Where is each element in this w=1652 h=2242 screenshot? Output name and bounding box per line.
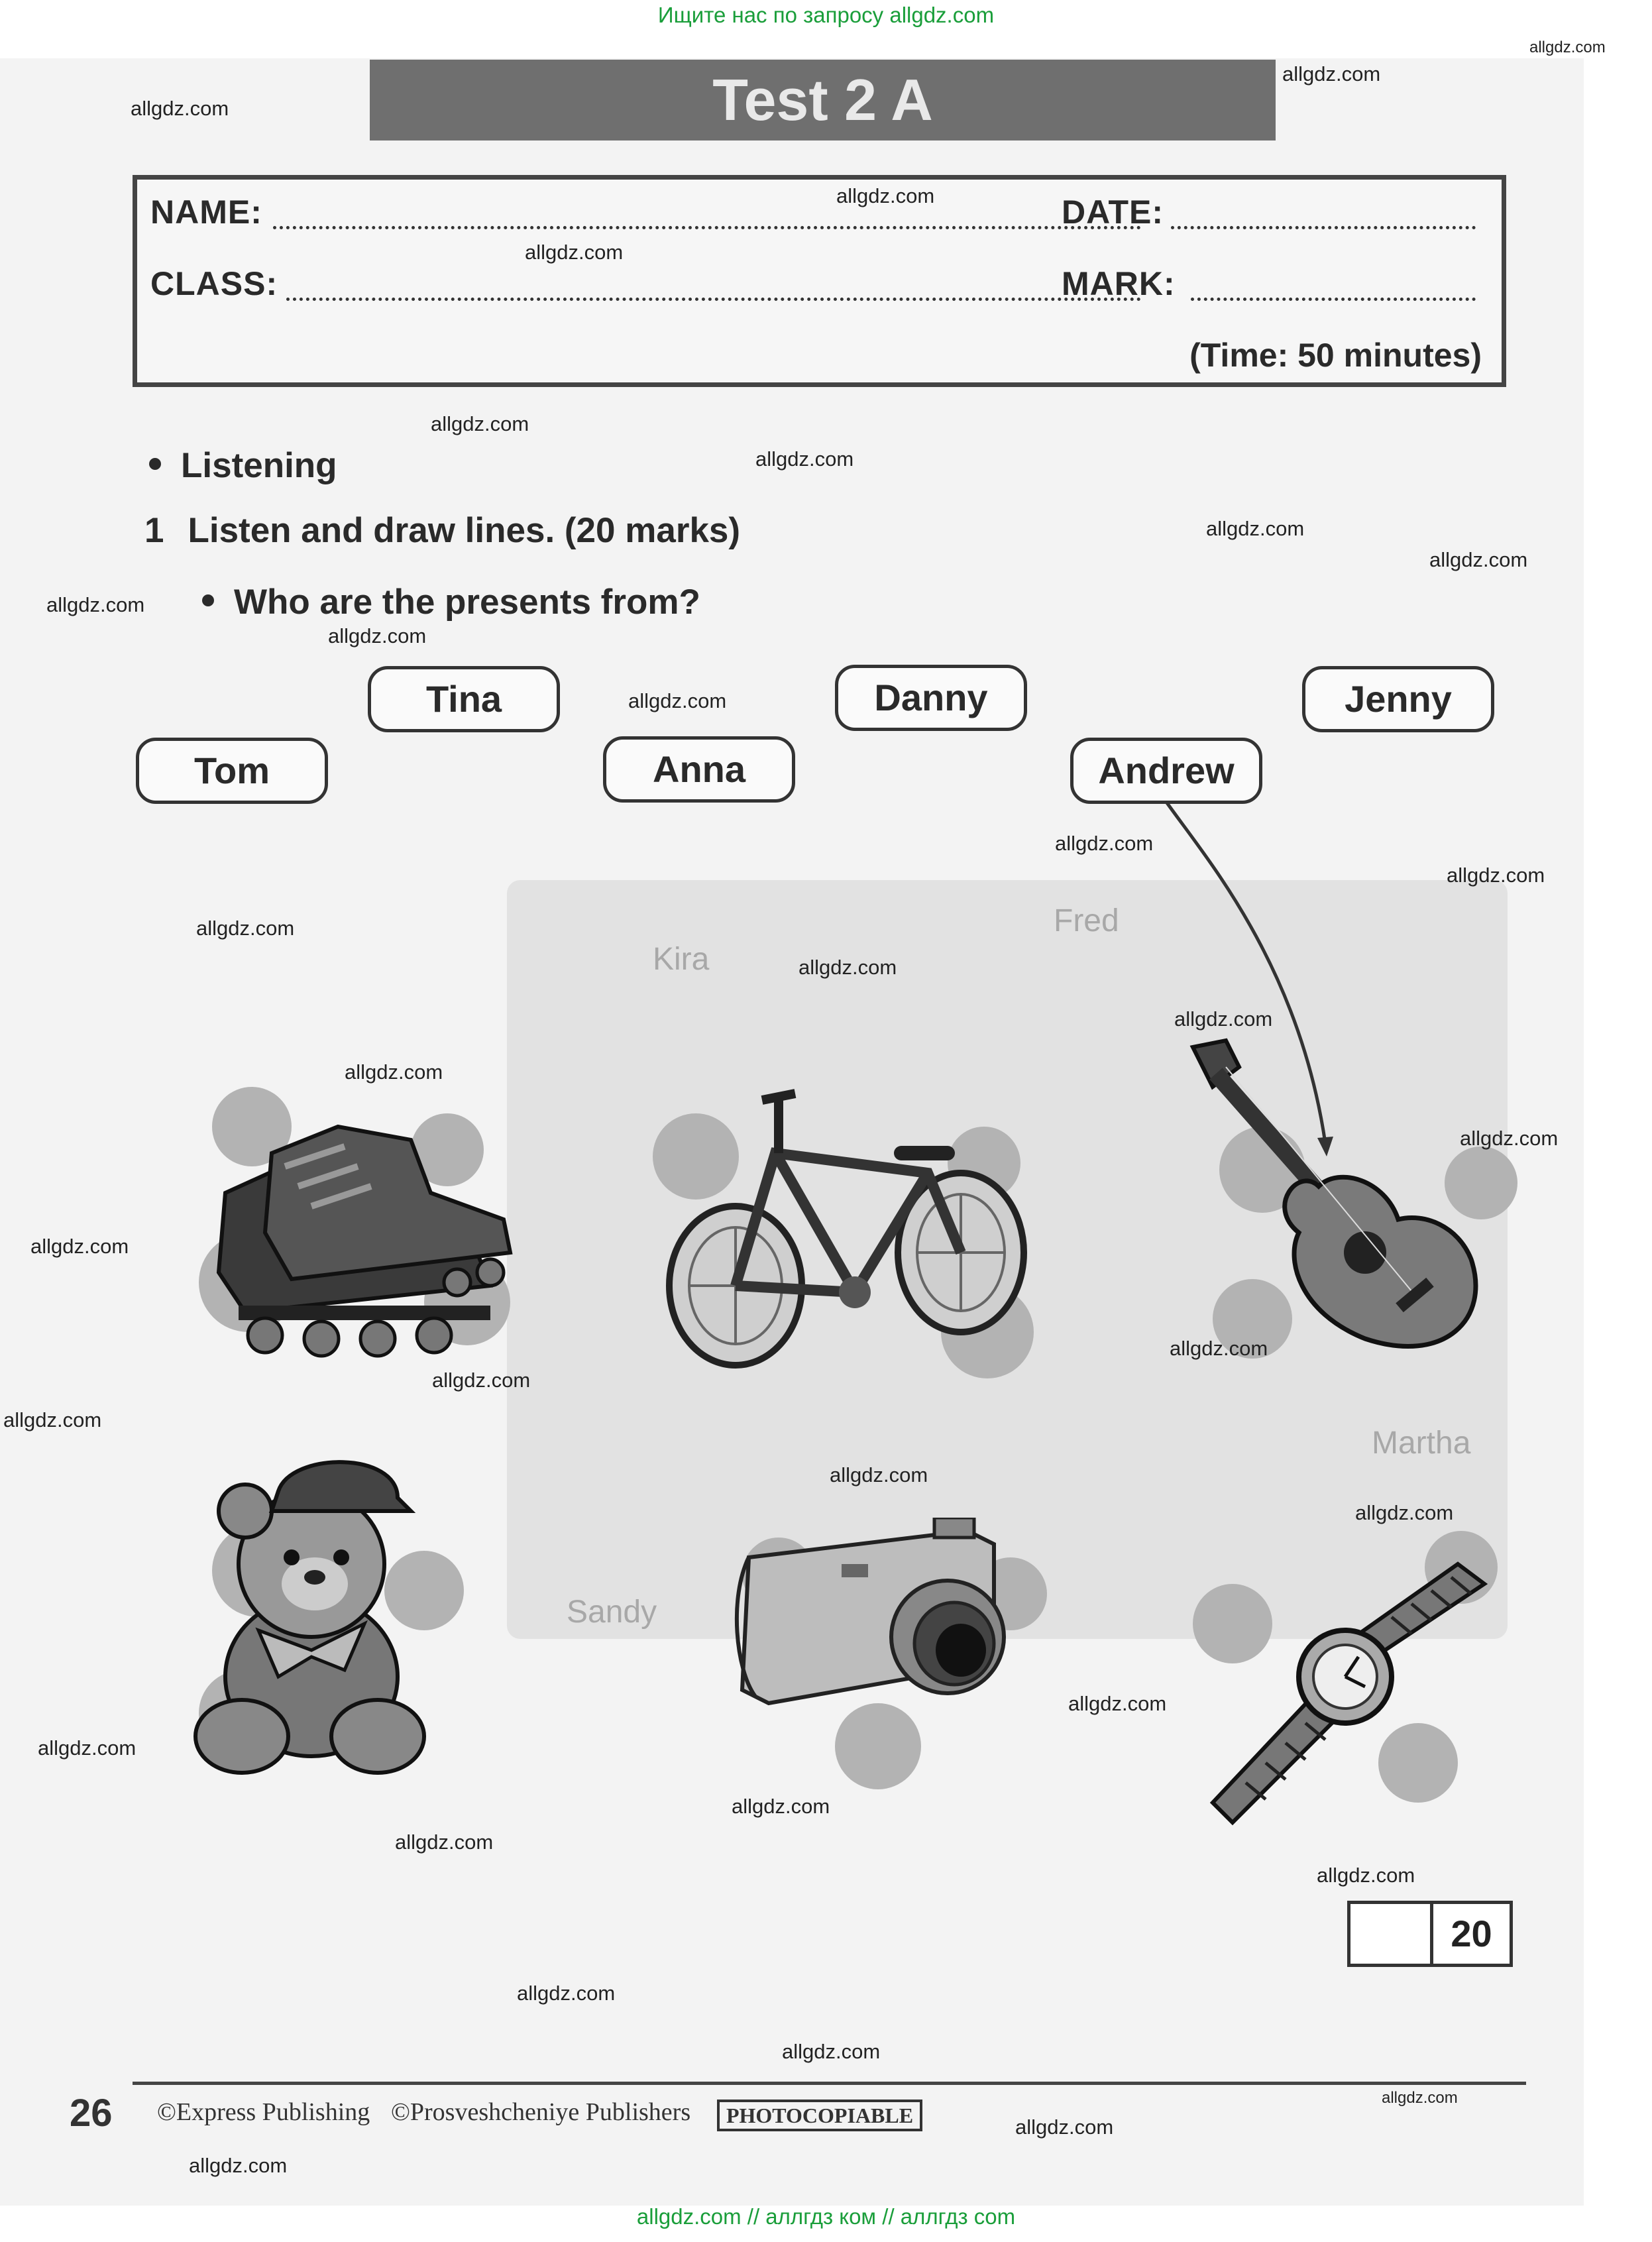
watermark: allgdz.com [1170,1337,1268,1360]
name-field[interactable] [273,226,1141,229]
watermark: allgdz.com [1174,1007,1273,1031]
watermark: allgdz.com [1529,38,1606,56]
watermark: allgdz.com [830,1463,928,1486]
watch-icon[interactable] [1193,1551,1498,1842]
watermark: allgdz.com [395,1830,494,1854]
student-info-box: NAME: CLASS: DATE: MARK: (Time: 50 minut… [133,175,1506,387]
watermark: allgdz.com [1015,2115,1114,2139]
exercise-number: 1 [144,511,164,550]
decor-dot [1193,1584,1272,1663]
watermark: allgdz.com [1355,1501,1454,1524]
watermark: allgdz.com [525,241,624,264]
name-box-tina[interactable]: Tina [368,666,560,732]
teddy-bear-icon[interactable] [179,1458,457,1776]
score-input-cell[interactable] [1350,1904,1433,1964]
watermark: allgdz.com [328,624,427,647]
score-max: 20 [1451,1913,1492,1954]
footer-divider [133,2082,1526,2085]
date-field[interactable] [1171,226,1476,229]
exercise-heading: 1 Listen and draw lines. (20 marks) [144,510,740,551]
guitar-icon[interactable] [1166,1034,1498,1378]
decor-dot [1213,1279,1292,1359]
bottom-banner[interactable]: allgdz.com // аллгдз ком // аллгдз com [636,2204,1016,2229]
showthrough-label: Kira [653,942,710,977]
watermark: allgdz.com [628,689,727,712]
decor-dot [384,1551,464,1630]
watermark: allgdz.com [1460,1127,1559,1150]
decor-dot [1378,1723,1458,1803]
watermark: allgdz.com [196,917,295,940]
watermark: allgdz.com [1429,548,1528,571]
mark-field[interactable] [1191,298,1476,301]
showthrough-label: Martha [1372,1426,1471,1461]
name-box-jenny[interactable]: Jenny [1302,666,1494,732]
watermark: allgdz.com [1317,1864,1415,1887]
name-label: NAME: [150,194,262,231]
mark-label: MARK: [1062,265,1176,302]
roller-skates-icon[interactable] [199,1113,517,1372]
section-heading: Listening [149,445,337,486]
watermark: allgdz.com [431,412,529,435]
bullet-icon [149,458,161,470]
title-bar: Test 2 A [370,60,1276,140]
publisher-credit: ©Express Publishing [157,2098,370,2126]
watermark: allgdz.com [1068,1692,1167,1715]
watermark: allgdz.com [517,1982,616,2005]
page-number: 26 [70,2092,113,2135]
watermark: allgdz.com [432,1369,531,1392]
watermark: allgdz.com [38,1736,137,1760]
time-limit: (Time: 50 minutes) [1189,337,1482,374]
score-box: 20 [1347,1901,1513,1967]
showthrough-label: Fred [1054,903,1119,938]
exercise-instruction: Listen and draw lines. (20 marks) [188,511,741,550]
watermark: allgdz.com [46,593,145,616]
watermark: allgdz.com [1382,2089,1458,2107]
watermark: allgdz.com [345,1060,443,1084]
name-box-danny[interactable]: Danny [835,665,1027,731]
test-title: Test 2 A [712,67,933,133]
bullet-icon [202,594,214,606]
publisher-credit: ©Prosveshcheniye Publishers [391,2098,691,2126]
watermark: allgdz.com [1206,517,1305,540]
watermark: allgdz.com [1447,864,1545,887]
watermark: allgdz.com [798,956,897,979]
class-field[interactable] [286,298,1141,301]
camera-icon[interactable] [729,1518,1007,1736]
watermark: allgdz.com [732,1795,830,1818]
watermark: allgdz.com [30,1235,129,1258]
question-text: Who are the presents from? [234,583,700,622]
decor-dot [835,1703,921,1789]
class-label: CLASS: [150,265,278,302]
decor-dot [653,1113,739,1200]
watermark: allgdz.com [131,97,229,120]
question-heading: Who are the presents from? [202,582,700,622]
date-label: DATE: [1062,194,1164,231]
section-heading-text: Listening [181,446,337,485]
watermark: allgdz.com [755,447,854,471]
answer-line [1164,801,1333,1156]
watermark: allgdz.com [1055,832,1154,855]
bicycle-icon[interactable] [663,1074,1034,1378]
watermark: allgdz.com [3,1408,102,1431]
decor-dot [1445,1147,1517,1219]
watermark: allgdz.com [836,184,935,207]
watermark: allgdz.com [189,2154,288,2177]
showthrough-label: Sandy [567,1595,657,1630]
name-box-anna[interactable]: Anna [603,736,795,803]
top-banner[interactable]: Ищите нас по запросу allgdz.com [657,3,995,27]
watermark: allgdz.com [782,2040,881,2063]
name-box-tom[interactable]: Tom [136,738,328,804]
name-box-andrew[interactable]: Andrew [1070,738,1262,804]
watermark: allgdz.com [1282,62,1381,85]
photocopiable-stamp: PHOTOCOPIABLE [717,2100,922,2131]
page-edge [1584,58,1652,2206]
